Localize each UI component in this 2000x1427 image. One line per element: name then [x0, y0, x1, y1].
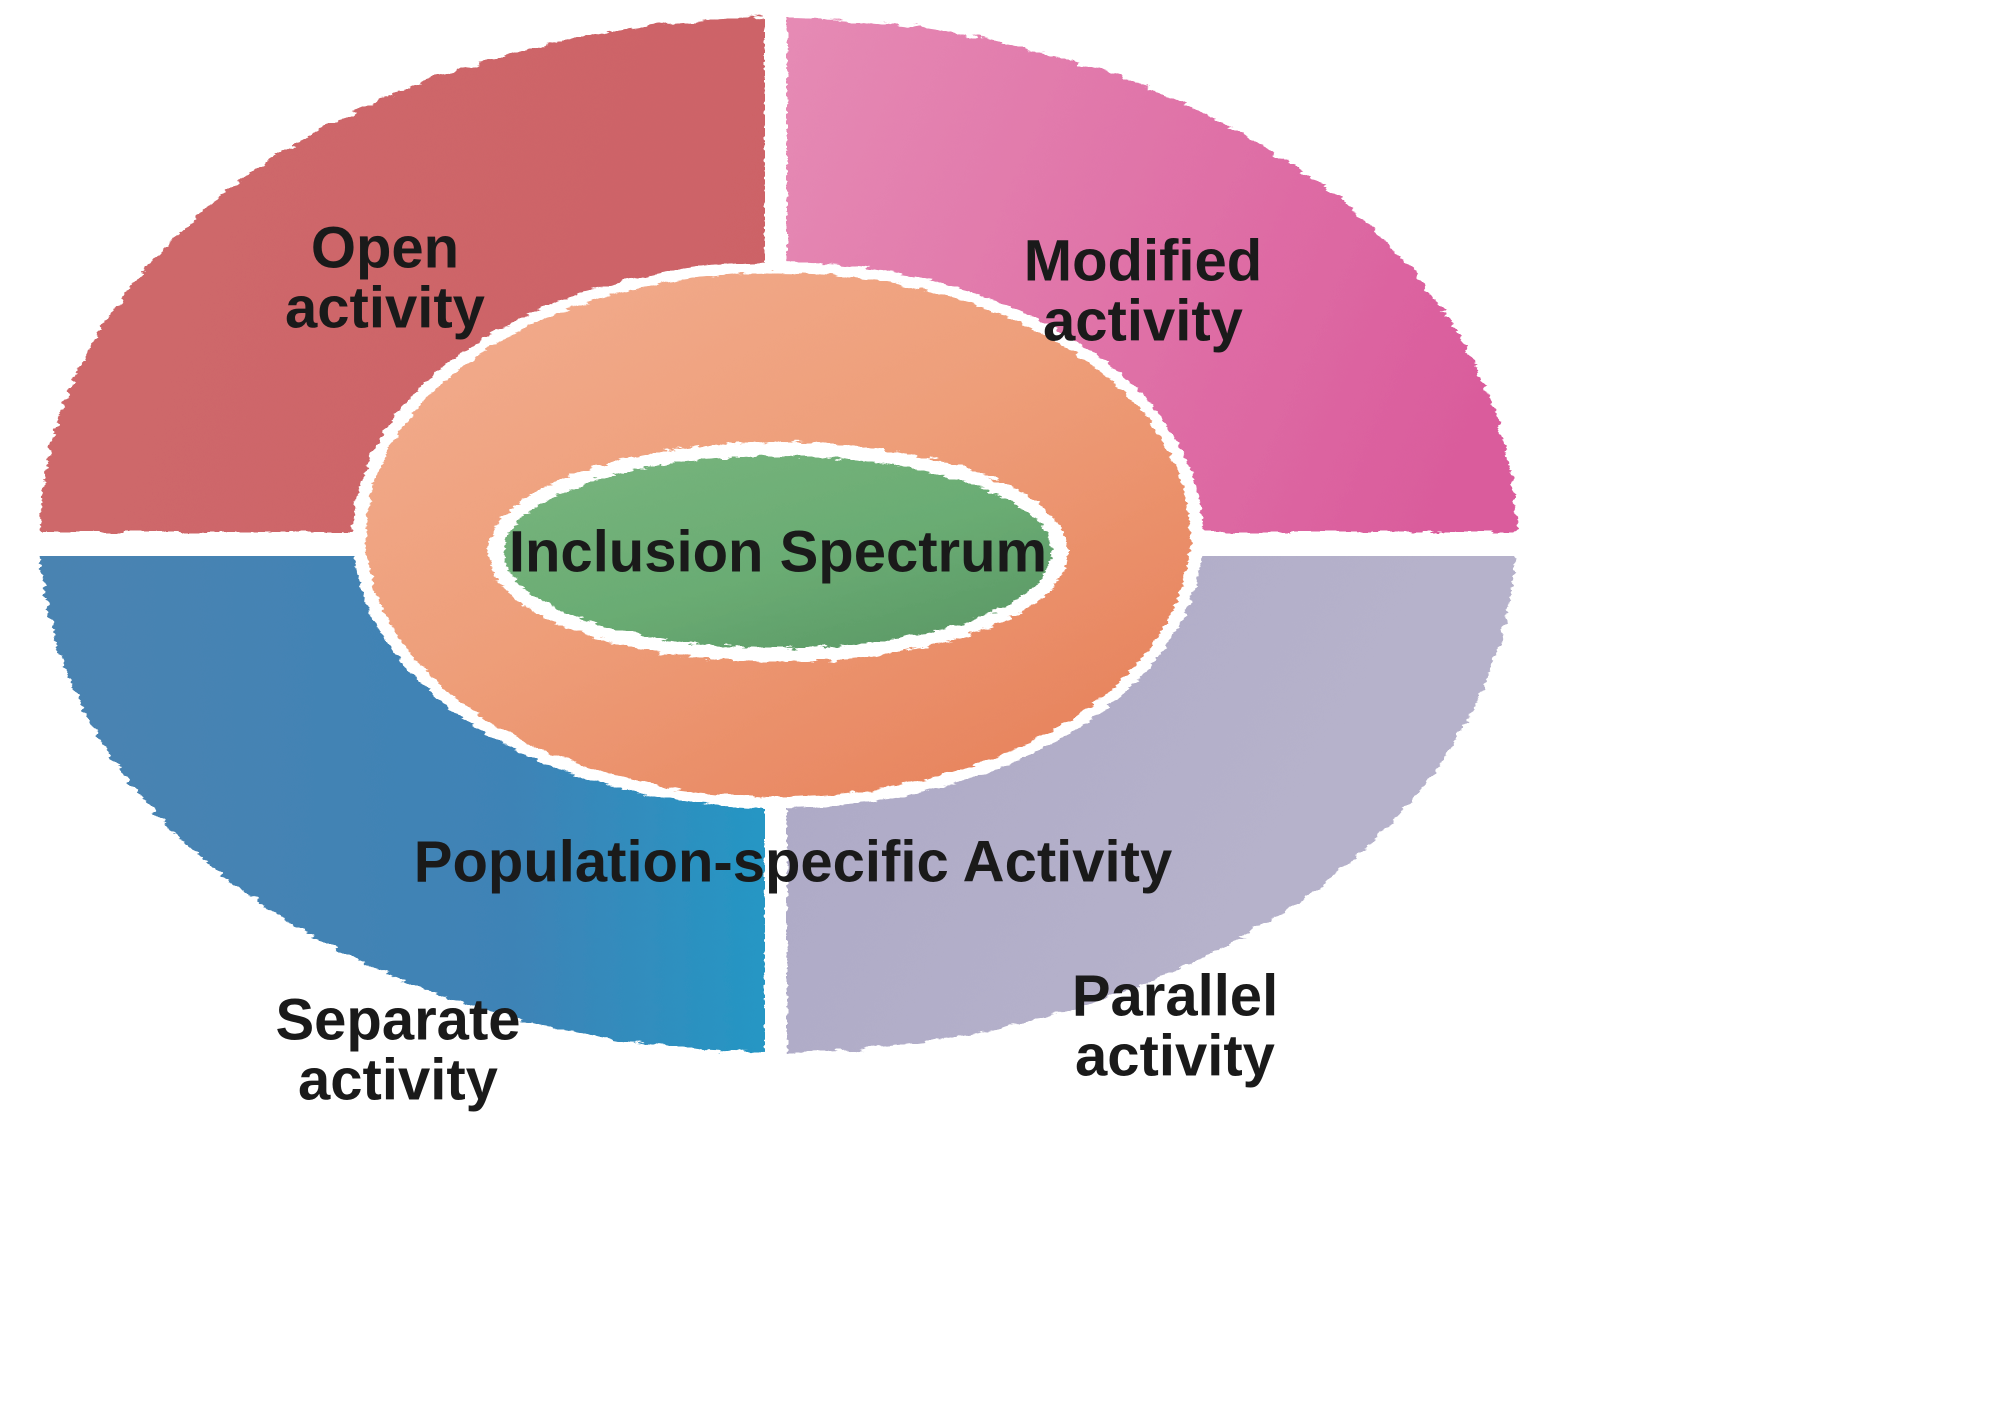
- label-inclusion-spectrum: Inclusion Spectrum: [509, 519, 1047, 584]
- label-separate-activity: Separate activity: [275, 987, 520, 1112]
- label-separate-line1: Separate: [275, 987, 520, 1052]
- label-open-line2: activity: [285, 275, 485, 340]
- label-modified-line2: activity: [1043, 288, 1243, 353]
- label-parallel-activity: Parallel activity: [1072, 963, 1278, 1088]
- label-parallel-line1: Parallel: [1072, 963, 1278, 1028]
- label-open-line1: Open: [311, 215, 459, 280]
- label-separate-line2: activity: [298, 1047, 498, 1112]
- label-population-specific-activity: Population-specific Activity: [414, 829, 1172, 894]
- core-group[interactable]: [488, 442, 1068, 662]
- label-parallel-line2: activity: [1075, 1023, 1275, 1088]
- core-shape: [504, 456, 1052, 648]
- label-modified-line1: Modified: [1024, 228, 1262, 293]
- label-modified-activity: Modified activity: [1024, 228, 1262, 353]
- label-open-activity: Open activity: [285, 215, 485, 340]
